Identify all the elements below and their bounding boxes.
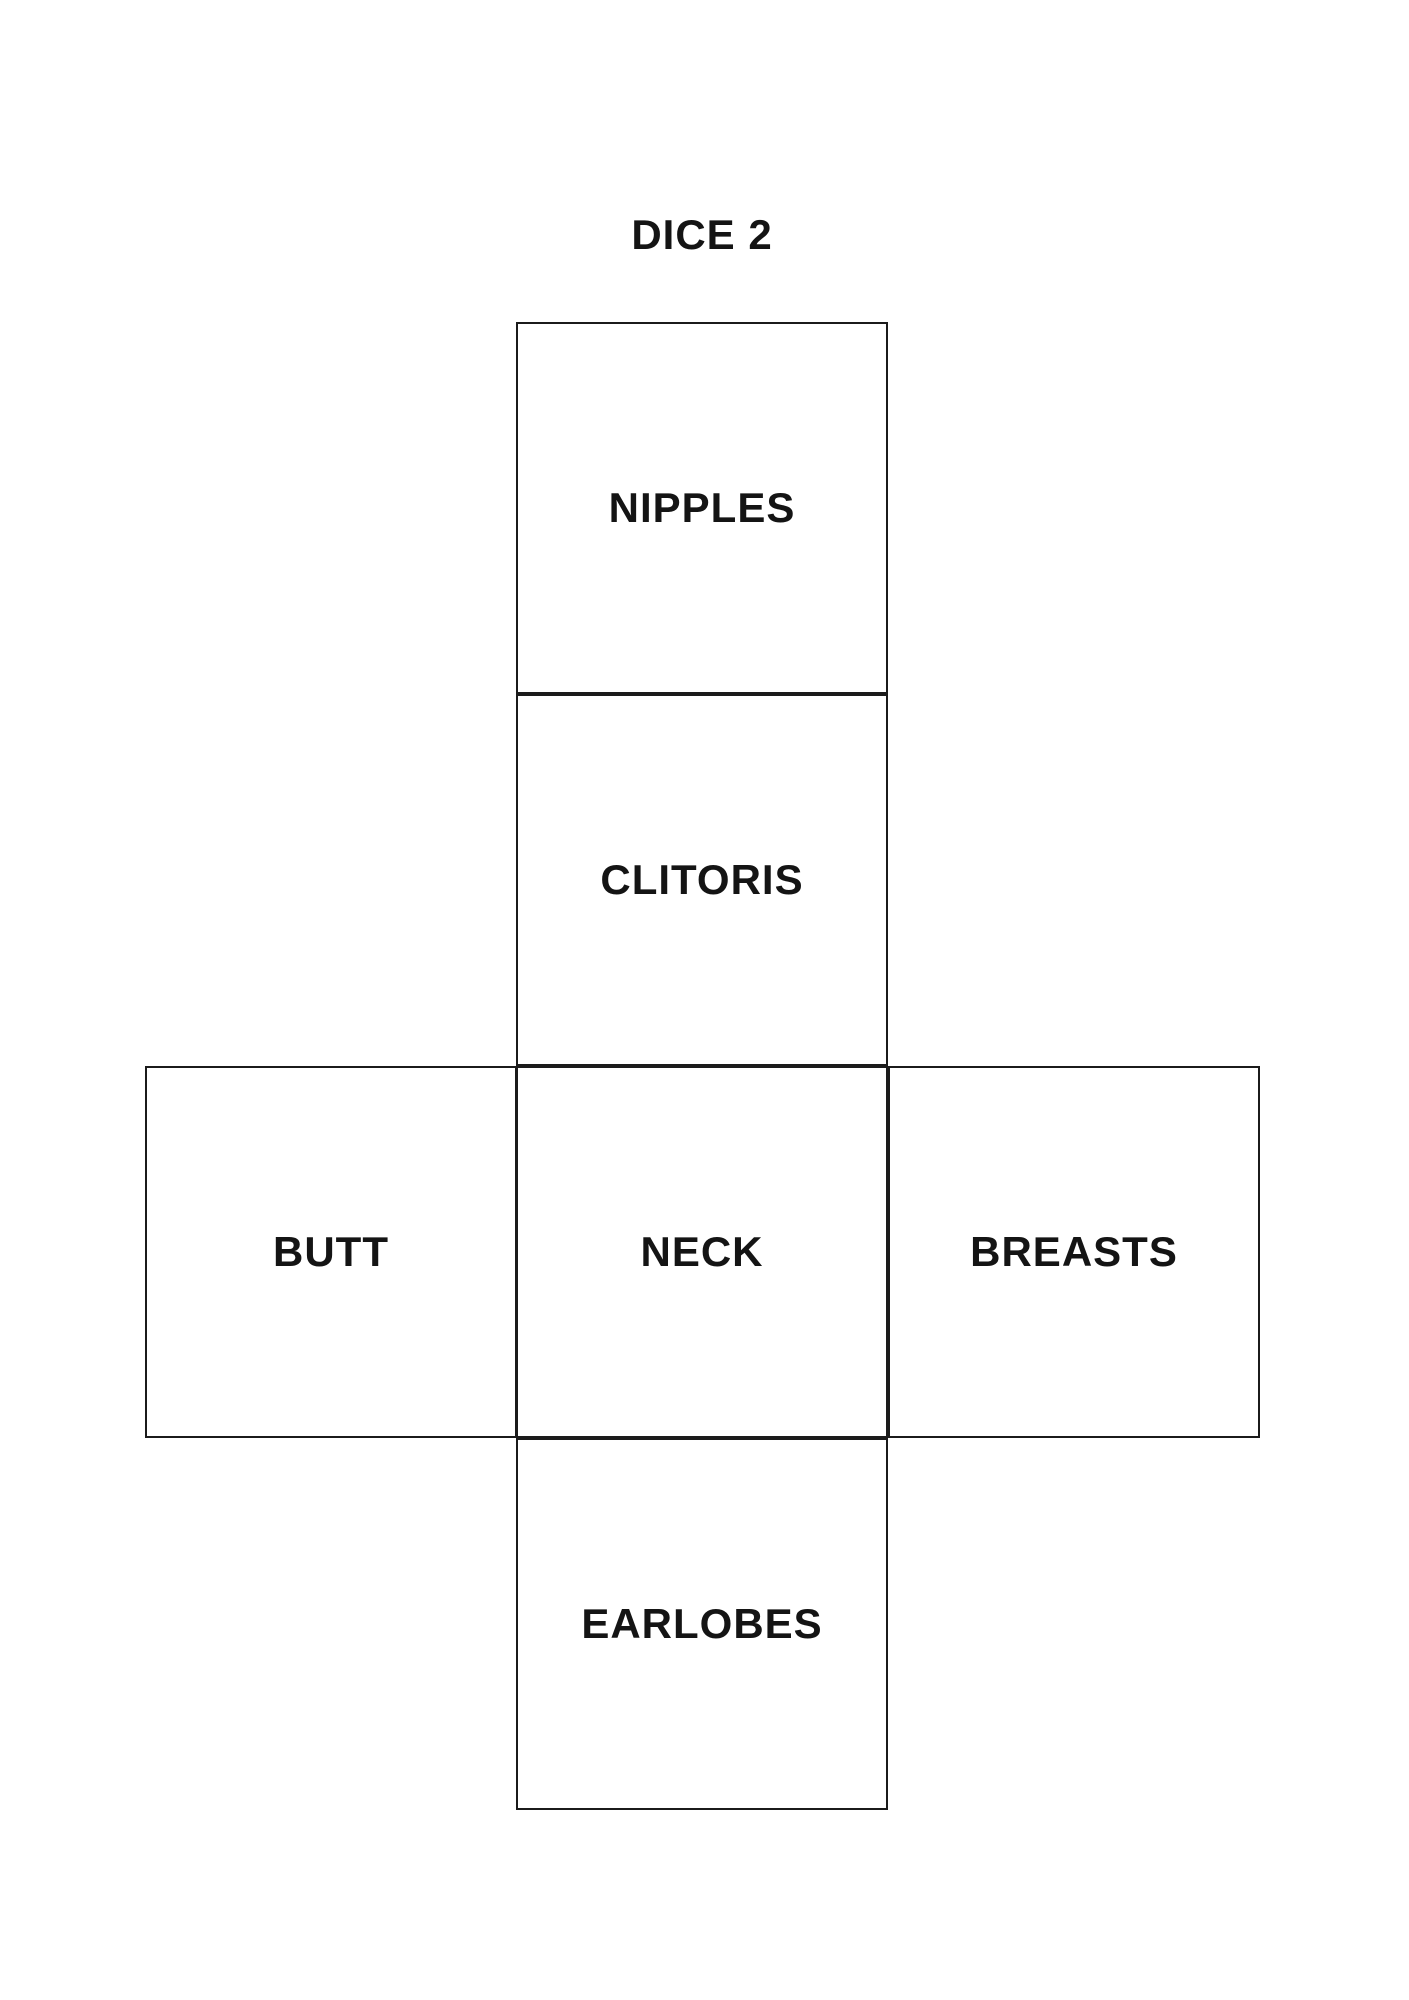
die-face-earlobes: EARLOBES [516,1438,888,1810]
die-face-butt: BUTT [145,1066,517,1438]
page-title: DICE 2 [631,211,773,258]
die-face-nipples: NIPPLES [516,322,888,694]
face-label: BREASTS [970,1228,1178,1275]
die-face-clitoris: CLITORIS [516,694,888,1066]
die-face-neck: NECK [516,1066,888,1438]
face-label: NECK [640,1228,764,1275]
face-label: BUTT [273,1228,389,1275]
die-face-breasts: BREASTS [888,1066,1260,1438]
face-label: NIPPLES [608,484,796,531]
face-label: CLITORIS [600,856,804,903]
face-label: EARLOBES [581,1600,823,1647]
